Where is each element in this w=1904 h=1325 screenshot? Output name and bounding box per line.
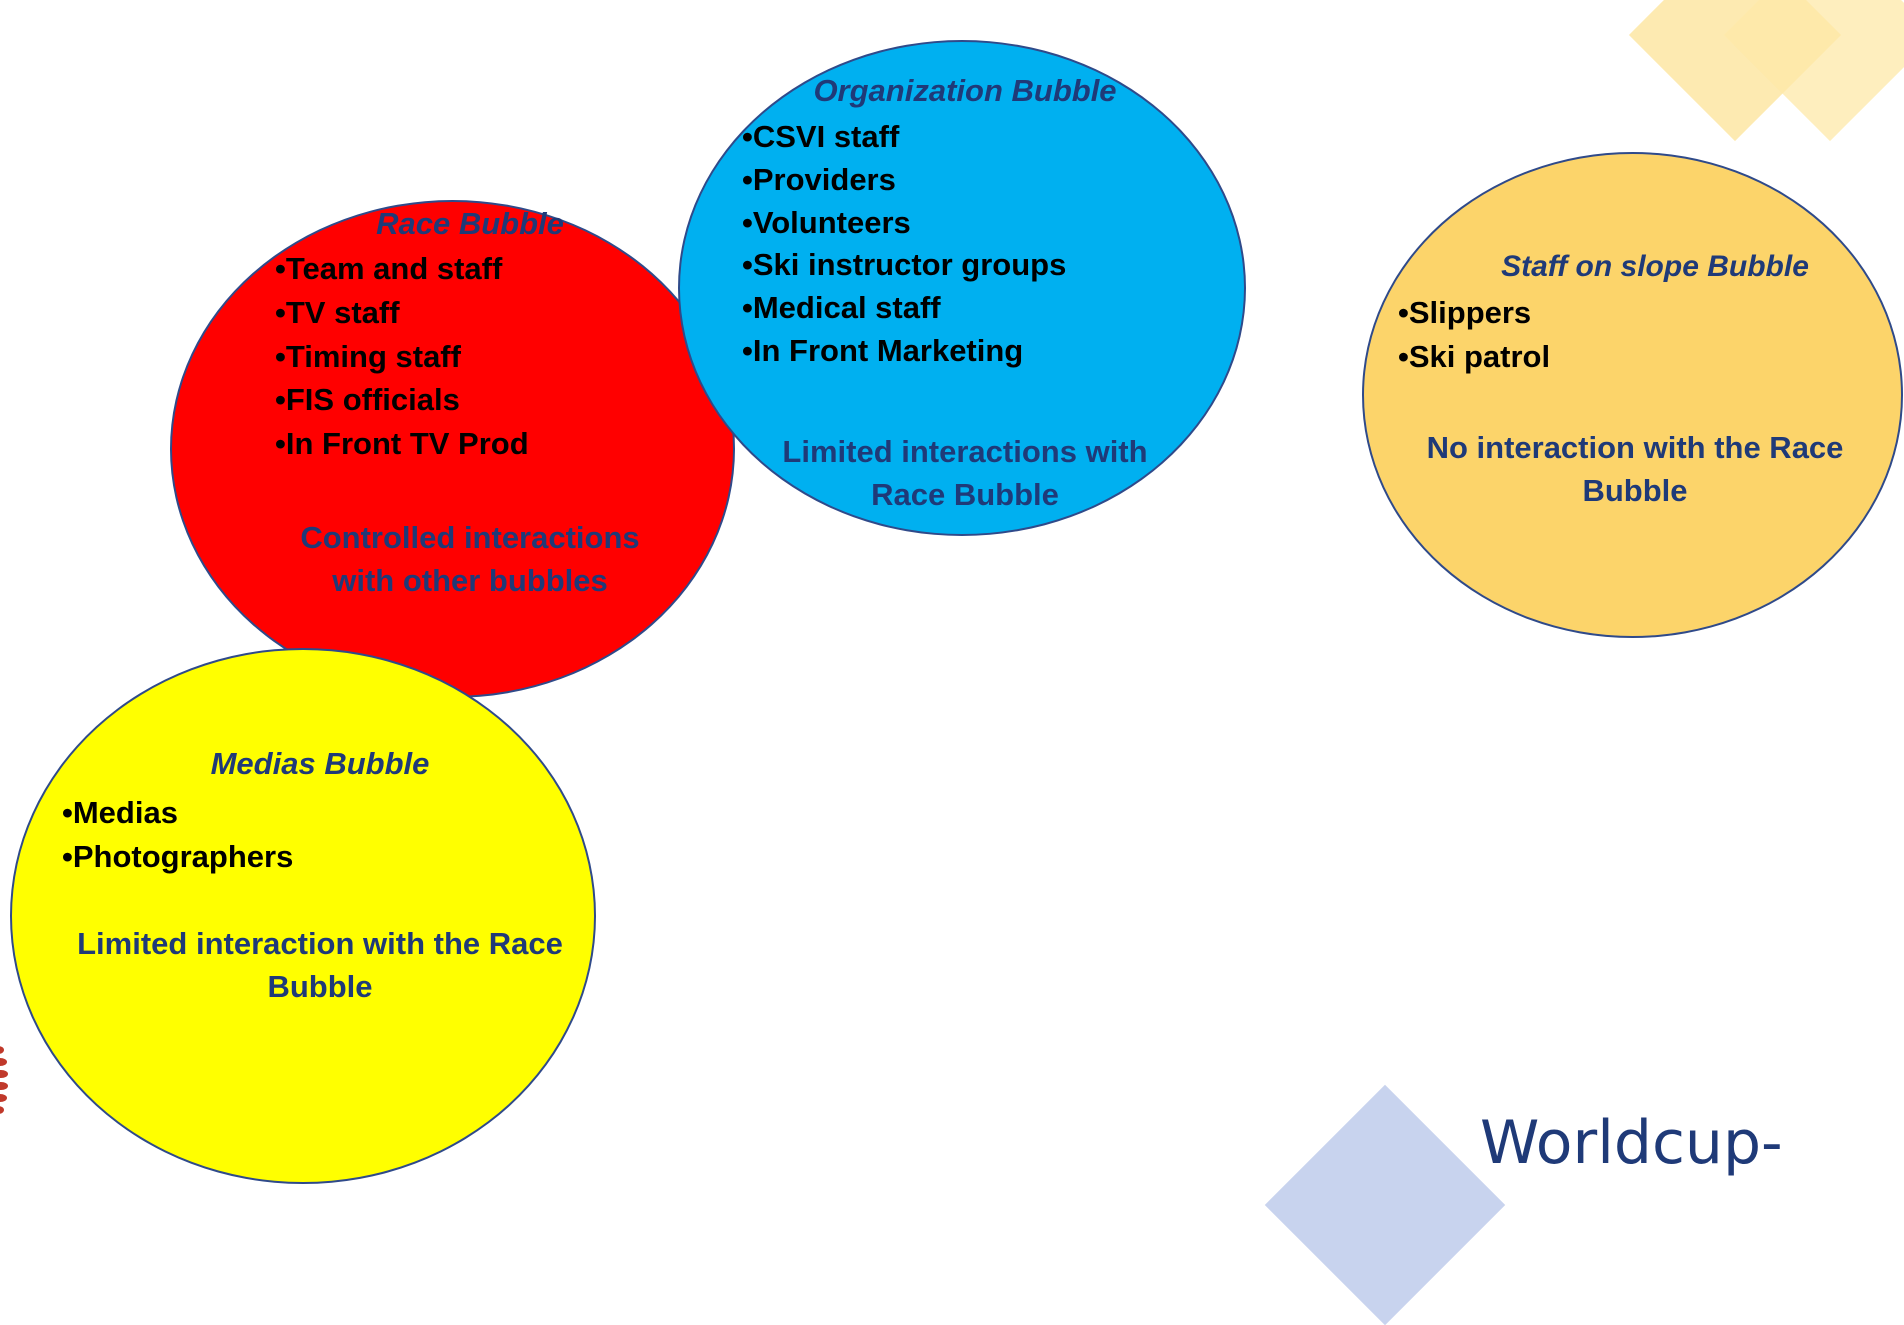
medias-bubble-note: Limited interaction with the Race Bubble — [60, 922, 580, 1009]
medias-note-line-1: Limited interaction with the Race — [77, 926, 563, 961]
list-item: •Volunteers — [742, 204, 911, 240]
list-item: •Ski patrol — [1398, 338, 1551, 374]
race-bubble — [170, 200, 735, 698]
race-note-line-2: with other bubbles — [332, 563, 608, 599]
list-item: •FIS officials — [275, 382, 460, 418]
list-item: •In Front TV Prod — [275, 426, 529, 462]
list-item: •Timing staff — [275, 338, 461, 374]
medias-bubble — [10, 648, 596, 1184]
medias-bubble-title: Medias Bubble — [210, 746, 430, 781]
race-note-line-1: Controlled interactions — [300, 520, 640, 555]
list-item: •Ski instructor groups — [742, 247, 1067, 283]
staff-slope-bubble — [1362, 152, 1903, 638]
staff-slope-bubble-items: •Slippers •Ski patrol — [1398, 294, 1550, 376]
medias-note-line-2: Bubble — [267, 969, 373, 1005]
list-item: •Medical staff — [742, 290, 941, 326]
list-item: •Photographers — [62, 838, 294, 874]
race-bubble-items: •Team and staff •TV staff •Timing staff … — [275, 250, 529, 463]
organization-bubble-items: •CSVI staff •Providers •Volunteers •Ski … — [742, 118, 1066, 370]
organization-bubble-note: Limited interactions with Race Bubble — [760, 430, 1170, 517]
decorative-diamond-blue — [1264, 1084, 1506, 1325]
race-bubble-note: Controlled interactions with other bubbl… — [270, 516, 670, 603]
list-item: •Providers — [742, 161, 896, 197]
staff-slope-note-line-1: No interaction with the Race — [1426, 430, 1844, 465]
list-item: •Team and staff — [275, 251, 503, 286]
staff-slope-bubble-note: No interaction with the Race Bubble — [1400, 426, 1870, 513]
race-bubble-title: Race Bubble — [376, 206, 564, 241]
wreath-logo-icon — [0, 1046, 8, 1114]
organization-note-line-2: Race Bubble — [871, 477, 1059, 513]
list-item: •Slippers — [1398, 295, 1532, 330]
organization-bubble-title: Organization Bubble — [813, 73, 1117, 108]
list-item: •TV staff — [275, 294, 400, 330]
footer-text: Worldcup- — [1480, 1108, 1783, 1178]
medias-bubble-items: •Medias •Photographers — [62, 794, 293, 876]
list-item: •CSVI staff — [742, 119, 900, 154]
staff-slope-note-line-2: Bubble — [1582, 473, 1688, 509]
list-item: •Medias — [62, 795, 178, 830]
organization-note-line-1: Limited interactions with — [782, 434, 1148, 469]
staff-slope-bubble-title: Staff on slope Bubble — [1501, 250, 1809, 283]
list-item: •In Front Marketing — [742, 333, 1024, 369]
organization-bubble — [678, 40, 1246, 536]
